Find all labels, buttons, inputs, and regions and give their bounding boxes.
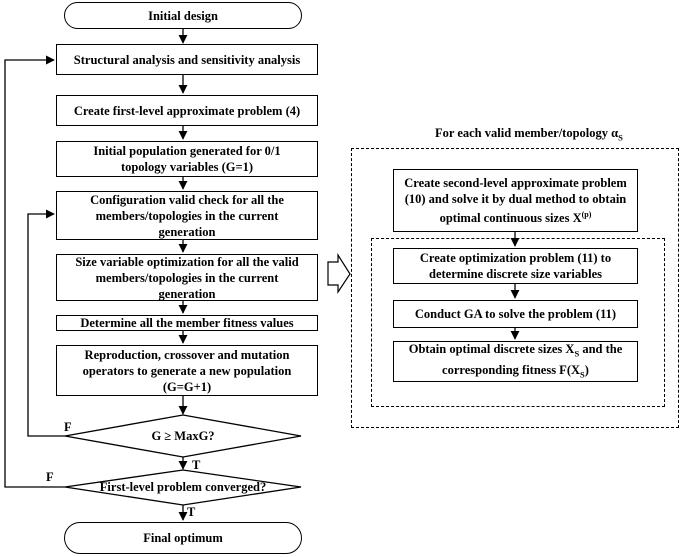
end-terminal: Final optimum [64, 522, 302, 554]
decision-maxg-label: G ≥ MaxG? [151, 429, 215, 443]
fitness-step: Determine all the member fitness values [56, 315, 318, 331]
decision-converged [64, 469, 302, 506]
right-panel-header: For each valid member/topology αS [435, 126, 623, 143]
false-label-loop2: F [46, 470, 54, 484]
inner-dashed-region [371, 238, 665, 407]
ga-solve-box: Conduct GA to solve the problem (11) [393, 300, 638, 328]
true-label-decision2: T [187, 505, 196, 519]
decision-maxg [64, 414, 302, 458]
decision-converged-label: First-level problem converged? [99, 480, 267, 494]
outer-dashed-region [351, 148, 679, 428]
discrete-sizes-box: Obtain optimal discrete sizes XS and the… [393, 341, 638, 382]
expand-arrow-icon [327, 252, 351, 294]
structural-analysis-step: Structural analysis and sensitivity anal… [56, 44, 318, 75]
second-level-problem-box: Create second-level approximate problem … [393, 169, 638, 232]
true-label-decision1: T [192, 458, 201, 472]
false-label-loop1: F [64, 420, 72, 434]
size-optimization-step: Size variable optimization for all the v… [56, 254, 318, 301]
first-level-problem-step: Create first-level approximate problem (… [56, 95, 318, 126]
start-terminal: Initial design [64, 2, 302, 29]
